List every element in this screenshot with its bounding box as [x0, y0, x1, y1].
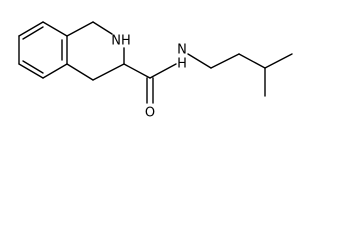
- bond-benzene-1: [42, 21, 68, 37]
- atom-label-amide-n: N: [177, 43, 187, 58]
- atom-label-amide-h: H: [177, 57, 187, 72]
- bond-c1-n2: [92, 21, 113, 35]
- atom-label-carbonyl-o: O: [145, 106, 155, 121]
- bond-c4-c4a: [66, 63, 94, 81]
- bond-ch2-ch2: [210, 53, 240, 69]
- isopentyl-chain: [187, 53, 293, 97]
- bond-n-ch2: [187, 53, 212, 69]
- bond-benzene-2: [18, 21, 44, 37]
- bond-benzene-5: [42, 63, 68, 79]
- bond-ch-ch3-up: [264, 53, 293, 69]
- atom-label-ring-nh: NH: [111, 34, 131, 49]
- benzene-ring: [18, 21, 68, 79]
- molecule-structure: NH N H O: [18, 21, 293, 121]
- carboxamide-group: [123, 63, 177, 104]
- bond-c8a-c1: [66, 21, 94, 37]
- saturated-ring: [66, 21, 125, 81]
- bond-benzene-4: [18, 63, 44, 79]
- bond-carbonyl-n: [149, 63, 177, 79]
- bond-ch2-ch: [238, 53, 266, 69]
- bond-c3-c4: [92, 63, 125, 81]
- bond-c3-carbonyl: [123, 63, 151, 79]
- double-bond-inner-bottom: [22, 60, 44, 74]
- double-bond-inner-top: [22, 26, 44, 40]
